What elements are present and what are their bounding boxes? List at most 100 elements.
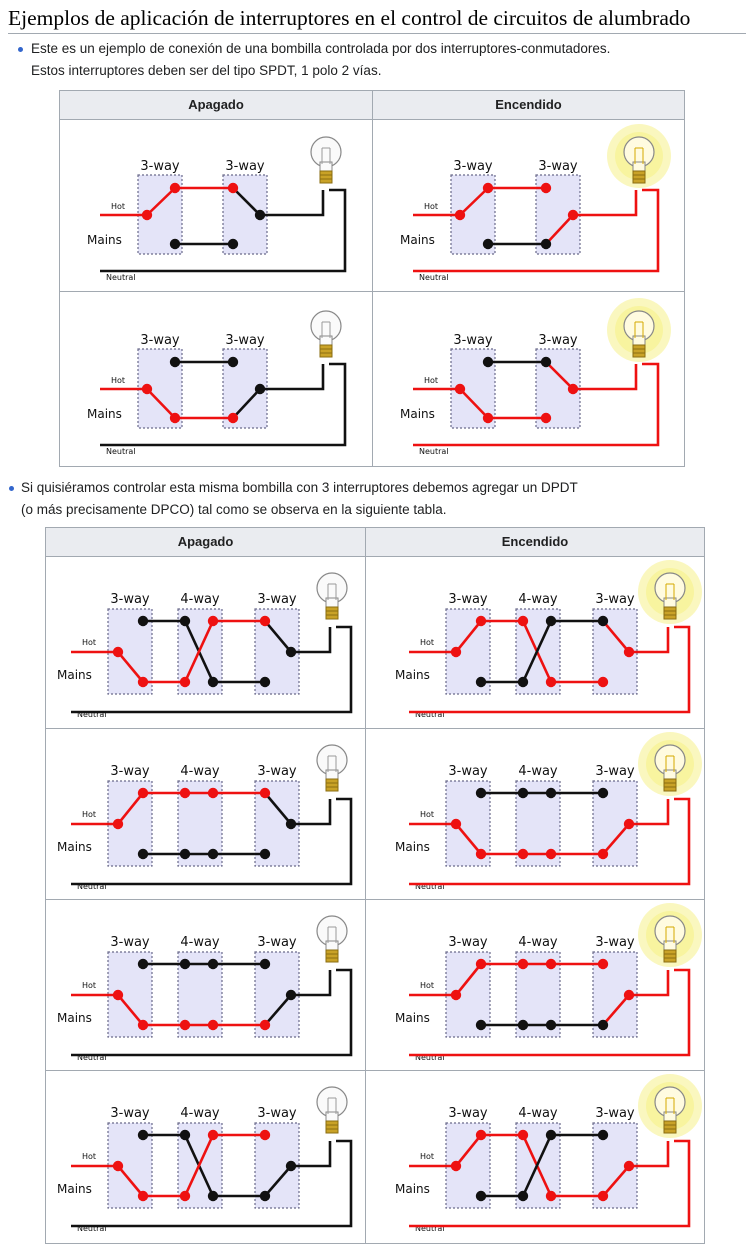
- terminal-dot: [227, 356, 239, 368]
- terminal-dot: [567, 209, 579, 221]
- lamp-wire: [629, 799, 670, 826]
- lamp-wire: [260, 190, 325, 217]
- bulb-base: [325, 949, 339, 963]
- terminal-dot: [259, 1190, 271, 1202]
- bulb-filament: [665, 755, 675, 772]
- lamp-wire: [291, 627, 332, 654]
- terminal-dot: [517, 848, 529, 860]
- neutral-wire: [409, 797, 691, 886]
- switch-arm: [455, 823, 482, 855]
- switch-arm: [602, 994, 630, 1026]
- hot-label: Hot: [420, 981, 434, 990]
- second-line-1: Si quisiéramos controlar esta misma bomb…: [21, 480, 578, 495]
- switch-label: 3-way: [225, 333, 265, 348]
- bulb-base: [663, 778, 677, 792]
- mains-label: Mains: [395, 840, 430, 854]
- switch-label: 4-way: [180, 764, 220, 779]
- switch-label: 3-way: [257, 592, 297, 607]
- neutral-label: Neutral: [77, 1053, 107, 1062]
- terminal-dot: [545, 1190, 557, 1202]
- terminal-dot: [137, 1190, 149, 1202]
- terminal-dot: [169, 182, 181, 194]
- switch-label: 3-way: [448, 935, 488, 950]
- hot-label: Hot: [420, 638, 434, 647]
- mains-label: Mains: [400, 407, 435, 421]
- terminal-dot: [482, 356, 494, 368]
- page-heading: Ejemplos de aplicación de interruptores …: [8, 6, 691, 30]
- bulb-thread: [664, 953, 676, 959]
- switch-arm: [146, 187, 176, 216]
- terminal-dot: [545, 615, 557, 627]
- lamp-wire: [291, 1141, 332, 1168]
- terminal-dot: [597, 615, 609, 627]
- terminal-dot: [227, 182, 239, 194]
- neutral-label: Neutral: [419, 447, 449, 456]
- terminal-dot: [285, 989, 297, 1001]
- terminal-dot: [112, 818, 124, 830]
- bulb-base: [325, 606, 339, 620]
- bulb-base: [663, 949, 677, 963]
- hot-label: Hot: [420, 810, 434, 819]
- terminal-dot: [259, 958, 271, 970]
- switch-label: 4-way: [180, 592, 220, 607]
- four-way-contact: [183, 1134, 215, 1197]
- terminal-dot: [450, 646, 462, 658]
- terminal-dot: [517, 615, 529, 627]
- switch-arm: [117, 651, 144, 683]
- switch-arm: [602, 1165, 630, 1197]
- terminal-dot: [137, 1019, 149, 1031]
- terminal-dot: [517, 1019, 529, 1031]
- terminal-dot: [179, 1129, 191, 1141]
- bulb-base: [632, 344, 646, 358]
- mains-label: Mains: [400, 233, 435, 247]
- terminal-dot: [517, 1129, 529, 1141]
- terminal-dot: [597, 1019, 609, 1031]
- switch-label: 3-way: [225, 159, 265, 174]
- terminal-dot: [179, 787, 191, 799]
- terminal-dot: [482, 412, 494, 424]
- switch-label: 3-way: [110, 935, 150, 950]
- switch-label: 3-way: [140, 159, 180, 174]
- lamp-wire: [629, 970, 670, 997]
- header-apagado: Apagado: [46, 528, 366, 557]
- terminal-dot: [137, 615, 149, 627]
- four-way-contact: [521, 620, 553, 683]
- switch-arm: [459, 187, 489, 216]
- switch-label: 3-way: [453, 333, 493, 348]
- neutral-label: Neutral: [419, 273, 449, 282]
- header-apagado: Apagado: [60, 91, 373, 120]
- switch-label: 3-way: [538, 159, 578, 174]
- intro-line-2: Estos interruptores deben ser del tipo S…: [31, 63, 382, 78]
- hot-label: Hot: [82, 810, 96, 819]
- bulb-filament: [327, 926, 337, 943]
- terminal-dot: [169, 356, 181, 368]
- bulb-thread: [320, 348, 332, 354]
- switch-arm: [454, 620, 483, 653]
- switch-label: 3-way: [110, 764, 150, 779]
- mains-label: Mains: [395, 668, 430, 682]
- terminal-dot: [259, 1019, 271, 1031]
- switch-label: 4-way: [518, 935, 558, 950]
- lamp-wire: [291, 799, 332, 826]
- bulb-base: [319, 344, 333, 358]
- switch-label: 3-way: [110, 1106, 150, 1121]
- terminal-dot: [482, 238, 494, 250]
- neutral-label: Neutral: [106, 447, 136, 456]
- terminal-dot: [540, 356, 552, 368]
- switch-arm: [454, 1134, 483, 1167]
- mains-label: Mains: [57, 1182, 92, 1196]
- bulb-base: [663, 1120, 677, 1134]
- bulb-base: [325, 778, 339, 792]
- neutral-wire: [71, 968, 353, 1057]
- bullet-icon: [18, 47, 23, 52]
- terminal-dot: [517, 1190, 529, 1202]
- bulb-filament: [634, 147, 644, 164]
- neutral-wire: [409, 625, 691, 714]
- bulb-filament: [634, 321, 644, 338]
- hot-label: Hot: [111, 202, 125, 211]
- intro-line-1: Este es un ejemplo de conexión de una bo…: [31, 41, 611, 56]
- neutral-label: Neutral: [415, 882, 445, 891]
- terminal-dot: [517, 676, 529, 688]
- switch-arm: [146, 388, 176, 419]
